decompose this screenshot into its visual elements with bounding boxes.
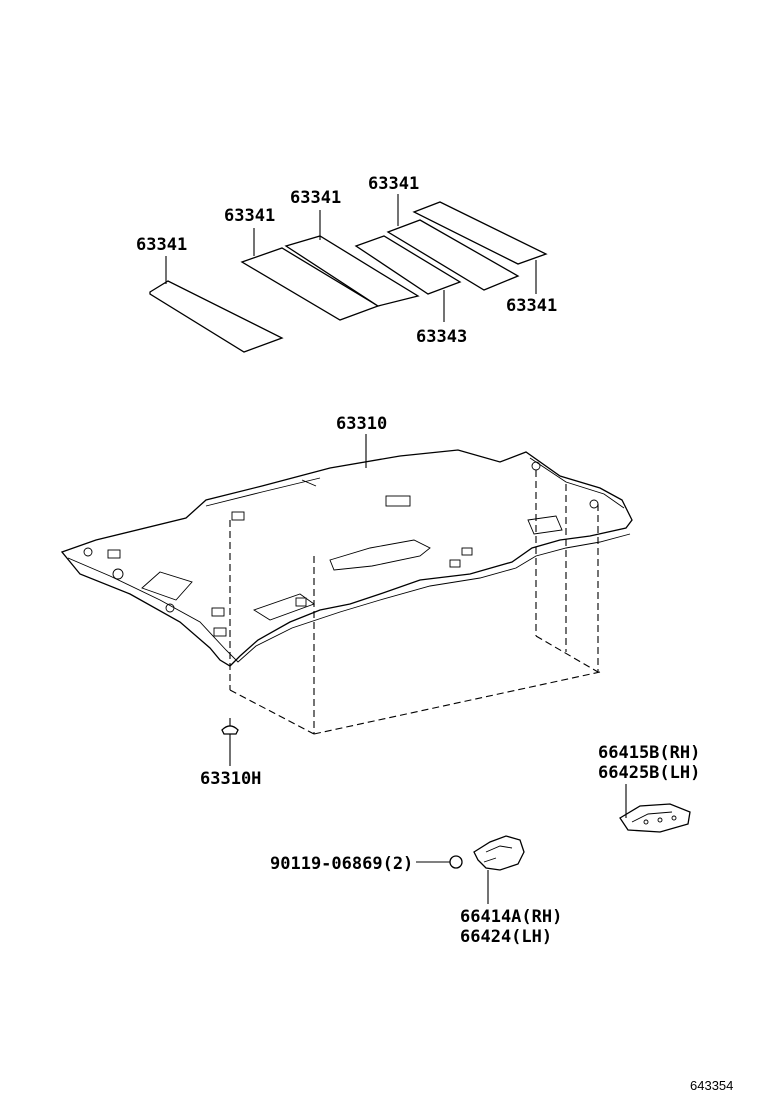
label-pad-c: 63341: [290, 188, 341, 208]
figure-id: 643354: [690, 1078, 733, 1093]
label-pad-d: 63341: [368, 174, 419, 194]
headliner: [60, 449, 633, 667]
label-pad-b: 63341: [224, 206, 275, 226]
clip-part: [221, 718, 239, 766]
headliner-edge: [67, 533, 631, 663]
bracket-part: [416, 835, 525, 904]
label-pad-e: 63341: [506, 296, 557, 316]
label-handle-lh: 66425B(LH): [598, 763, 700, 783]
handle-part: [619, 784, 691, 833]
label-bracket-lh: 66424(LH): [460, 927, 552, 947]
pad-5: [386, 219, 520, 291]
pad-3: [284, 235, 420, 307]
label-bracket-rh: 66414A(RH): [460, 907, 562, 927]
label-pad-a: 63341: [136, 235, 187, 255]
label-pad-f: 63343: [416, 327, 467, 347]
label-handle-rh: 66415B(RH): [598, 743, 700, 763]
label-screw: 90119-06869(2): [270, 854, 413, 874]
pad-leaders: [165, 194, 537, 322]
pad-1: [149, 280, 284, 353]
pad-4: [354, 235, 462, 295]
headliner-body: [60, 449, 633, 667]
label-clip: 63310H: [200, 769, 261, 789]
position-guides: [229, 470, 601, 735]
pad-6: [412, 201, 548, 265]
pad-group: [149, 201, 548, 353]
label-headliner: 63310: [336, 414, 387, 434]
